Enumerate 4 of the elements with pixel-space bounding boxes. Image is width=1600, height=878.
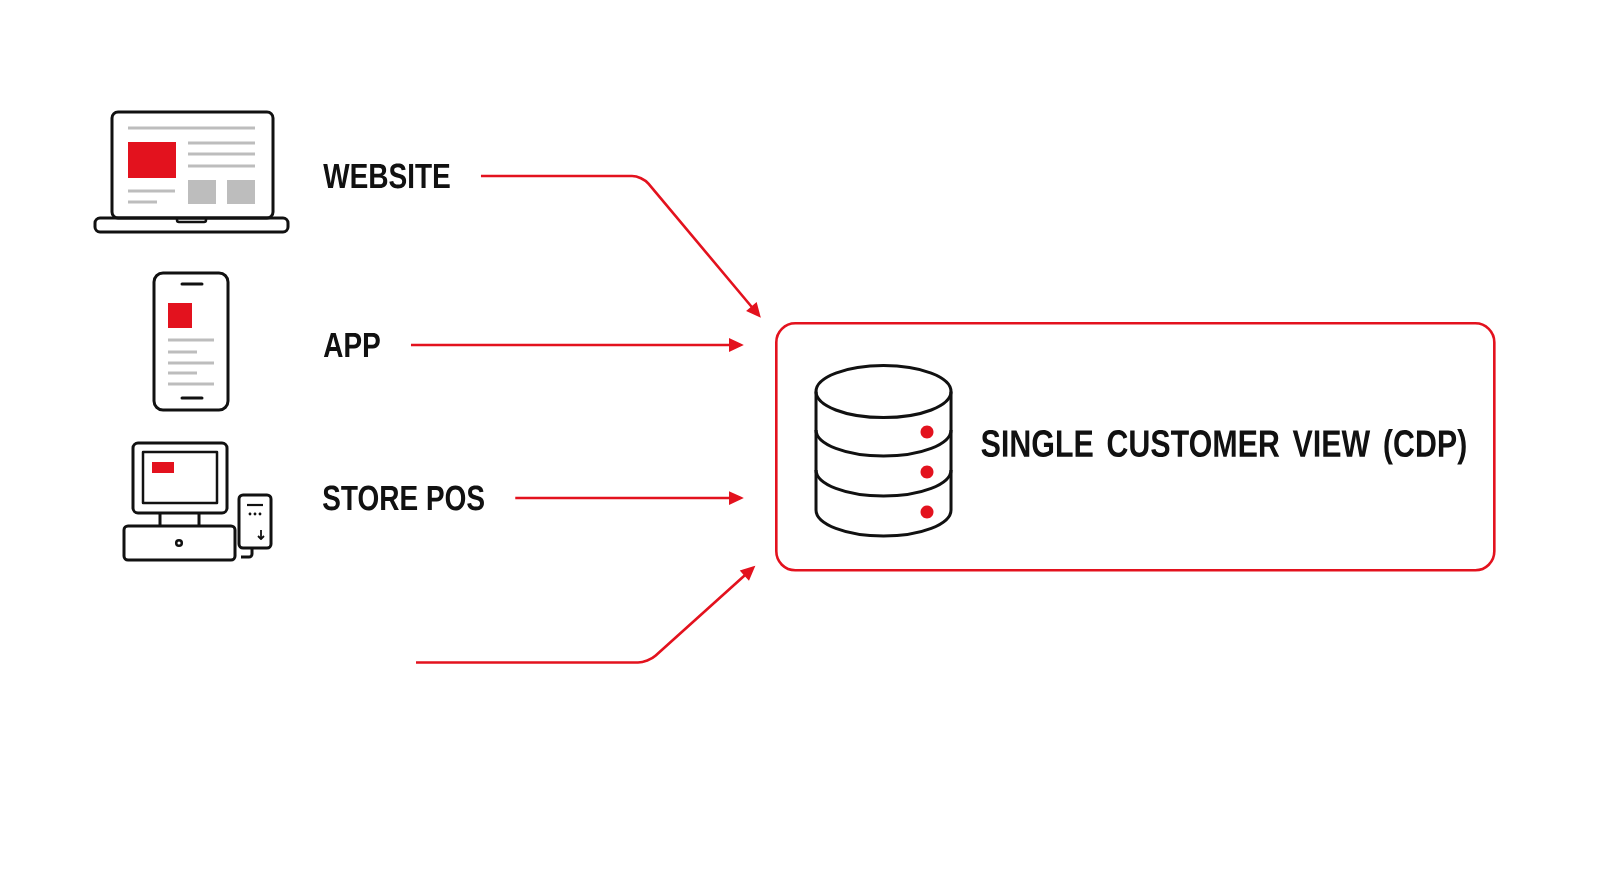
channel-label: WEBSITE (323, 163, 450, 189)
channel-label: APP (323, 332, 380, 358)
rounded-box: SINGLE CUSTOMER VIEW (CDP) (775, 322, 1496, 572)
channel-label: STORE POS (323, 485, 484, 511)
